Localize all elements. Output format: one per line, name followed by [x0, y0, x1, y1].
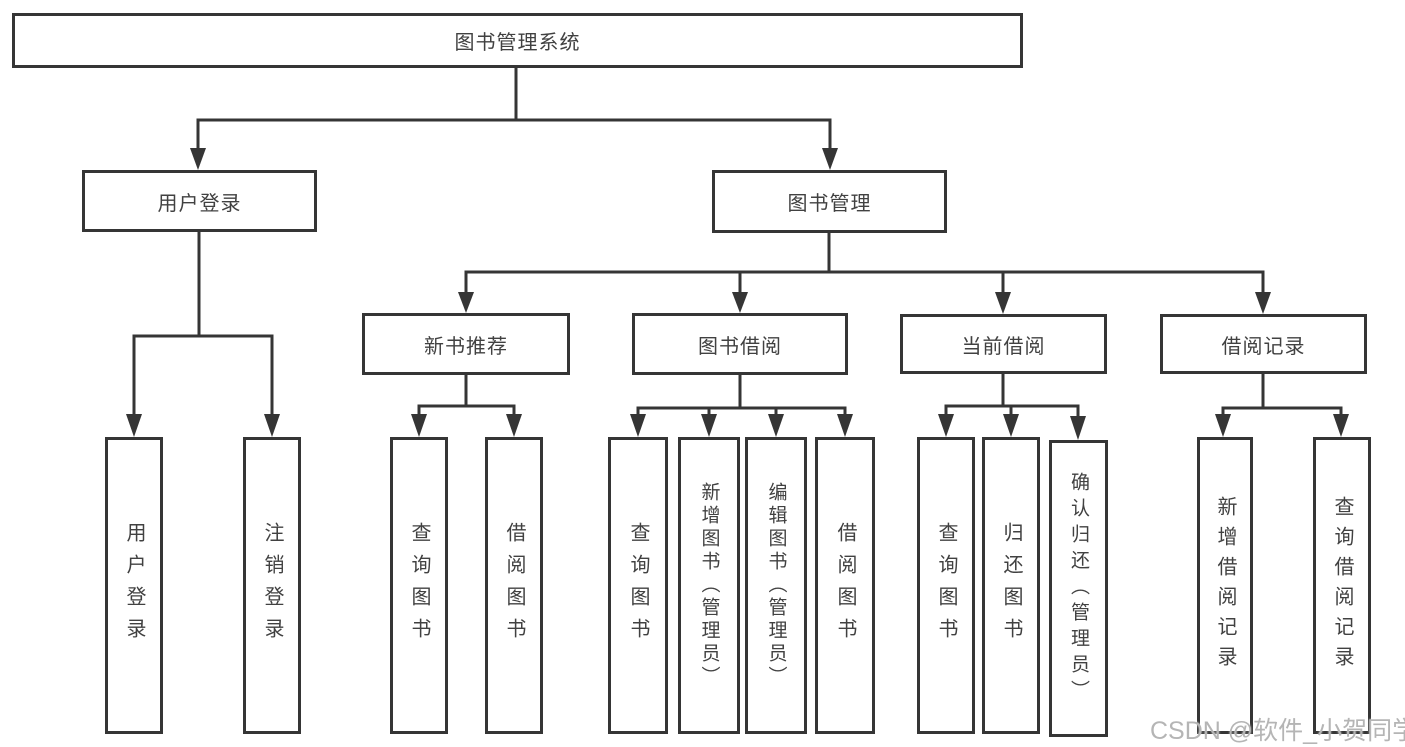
- leaf-return-books-label: 归还图书: [1000, 521, 1022, 650]
- leaf-confirm-return-admin: 确认归还（管理员）: [1049, 440, 1108, 737]
- node-book-management-label: 图书管理: [787, 193, 872, 215]
- leaf-confirm-return-admin-label: 确认归还（管理员）: [1068, 471, 1089, 706]
- leaf-add-books-admin: 新增图书（管理员）: [678, 437, 740, 734]
- node-book-borrow: 图书借阅: [632, 313, 848, 375]
- leaf-borrow-books: 借阅图书: [815, 437, 875, 734]
- leaf-recommend-borrow-books-label: 借阅图书: [503, 521, 525, 650]
- node-borrow-records: 借阅记录: [1160, 314, 1367, 374]
- node-current-borrow-label: 当前借阅: [961, 335, 1046, 358]
- leaf-recommend-query-books: 查询图书: [390, 437, 448, 734]
- leaf-edit-books-admin-label: 编辑图书（管理员）: [765, 482, 787, 689]
- node-root-label: 图书管理系统: [454, 32, 581, 54]
- leaf-query-borrow-record: 查询借阅记录: [1313, 437, 1371, 734]
- leaf-edit-books-admin: 编辑图书（管理员）: [745, 437, 807, 734]
- watermark: CSDN @软件_小贺同学: [1150, 717, 1405, 745]
- leaf-current-query-books: 查询图书: [917, 437, 975, 734]
- leaf-current-query-books-label: 查询图书: [935, 521, 957, 650]
- leaf-recommend-borrow-books: 借阅图书: [485, 437, 543, 734]
- leaf-borrow-query-books: 查询图书: [608, 437, 668, 734]
- leaf-add-borrow-record-label: 新增借阅记录: [1214, 495, 1236, 676]
- node-book-management: 图书管理: [712, 170, 947, 233]
- node-root: 图书管理系统: [12, 13, 1023, 68]
- node-new-book-recommend-label: 新书推荐: [424, 335, 508, 358]
- leaf-user-login-label: 用户登录: [123, 521, 145, 650]
- leaf-return-books: 归还图书: [982, 437, 1040, 734]
- node-borrow-records-label: 借阅记录: [1221, 335, 1306, 358]
- leaf-borrow-books-label: 借阅图书: [834, 521, 856, 650]
- leaf-add-borrow-record: 新增借阅记录: [1197, 437, 1253, 734]
- leaf-query-borrow-record-label: 查询借阅记录: [1331, 495, 1353, 676]
- node-book-borrow-label: 图书借阅: [698, 335, 782, 358]
- node-new-book-recommend: 新书推荐: [362, 313, 570, 375]
- node-user-login-label: 用户登录: [157, 192, 242, 215]
- leaf-logout-label: 注销登录: [261, 521, 283, 650]
- leaf-borrow-query-books-label: 查询图书: [627, 521, 649, 650]
- node-user-login: 用户登录: [82, 170, 317, 232]
- leaf-user-login: 用户登录: [105, 437, 163, 734]
- node-current-borrow: 当前借阅: [900, 314, 1107, 374]
- leaf-recommend-query-books-label: 查询图书: [408, 521, 430, 650]
- leaf-add-books-admin-label: 新增图书（管理员）: [698, 482, 720, 689]
- leaf-logout: 注销登录: [243, 437, 301, 734]
